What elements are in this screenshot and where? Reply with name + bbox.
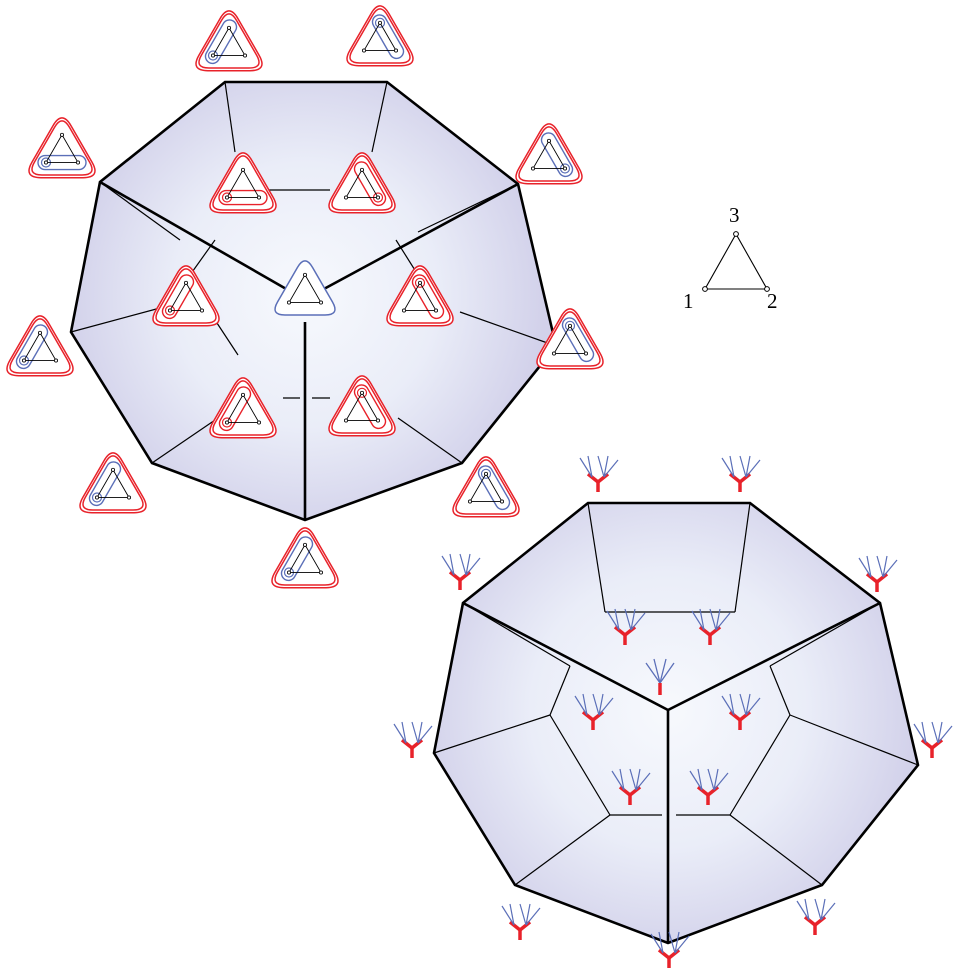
graph-node bbox=[402, 309, 405, 312]
graph-node bbox=[287, 301, 290, 304]
tree-glyph bbox=[722, 456, 760, 492]
graph-node bbox=[227, 26, 230, 29]
graph-node bbox=[241, 393, 244, 396]
graph-node bbox=[500, 500, 503, 503]
graph-node bbox=[200, 309, 203, 312]
bottom-polytope-outline bbox=[434, 503, 918, 943]
tree-glyph bbox=[394, 722, 432, 758]
graph-node bbox=[547, 139, 550, 142]
graph-node bbox=[344, 196, 347, 199]
graph-node bbox=[184, 281, 187, 284]
tube-icon bbox=[196, 11, 262, 71]
graph-node bbox=[303, 543, 306, 546]
graph-node bbox=[54, 359, 57, 362]
graph-node bbox=[319, 301, 322, 304]
graph-node bbox=[362, 49, 365, 52]
bottom-polytope bbox=[434, 503, 918, 943]
legend-label-2: 2 bbox=[767, 289, 778, 313]
tree-glyph bbox=[797, 899, 835, 935]
graph-node bbox=[552, 352, 555, 355]
graph-node bbox=[376, 196, 379, 199]
graph-node bbox=[378, 21, 381, 24]
graph-node bbox=[563, 167, 566, 170]
legend-node-1 bbox=[703, 287, 708, 292]
outer-tube bbox=[29, 118, 95, 178]
graph-node bbox=[241, 168, 244, 171]
tube-icon bbox=[453, 457, 519, 517]
legend-node-3 bbox=[734, 232, 739, 237]
legend-label-1: 1 bbox=[683, 289, 694, 313]
graph-node bbox=[319, 571, 322, 574]
tube-icon bbox=[347, 6, 413, 66]
graph-node bbox=[38, 331, 41, 334]
graph-node bbox=[287, 571, 290, 574]
tube-icon bbox=[272, 528, 338, 588]
graph-node bbox=[95, 496, 98, 499]
graph-node bbox=[257, 196, 260, 199]
graph-node bbox=[376, 419, 379, 422]
tree-glyph bbox=[914, 722, 952, 758]
graph-node bbox=[468, 500, 471, 503]
tree-glyph bbox=[502, 904, 540, 940]
graph-node bbox=[531, 167, 534, 170]
tree-glyph bbox=[859, 556, 897, 592]
graph-node bbox=[60, 133, 63, 136]
tree-glyph bbox=[580, 456, 618, 492]
graph-node bbox=[22, 359, 25, 362]
graph-node bbox=[568, 324, 571, 327]
graph-node bbox=[584, 352, 587, 355]
graph-node bbox=[257, 421, 260, 424]
legend-triangle bbox=[705, 234, 767, 289]
graph-node bbox=[111, 468, 114, 471]
tube-icon bbox=[80, 453, 146, 513]
tube-icon bbox=[7, 316, 73, 376]
graph-node bbox=[44, 161, 47, 164]
graph-node bbox=[127, 496, 130, 499]
graph-node bbox=[394, 49, 397, 52]
graph-node bbox=[76, 161, 79, 164]
tree-glyph bbox=[442, 554, 480, 590]
graph-node bbox=[225, 196, 228, 199]
vertex-legend: 1 2 3 bbox=[683, 203, 778, 313]
graph-node bbox=[303, 273, 306, 276]
graph-node bbox=[418, 281, 421, 284]
graph-node bbox=[225, 421, 228, 424]
graph-node bbox=[211, 54, 214, 57]
tube-icon bbox=[516, 124, 582, 184]
tube-icon bbox=[29, 118, 95, 178]
graph-node bbox=[360, 391, 363, 394]
graph-node bbox=[344, 419, 347, 422]
graph-node bbox=[168, 309, 171, 312]
legend-label-3: 3 bbox=[729, 203, 740, 227]
graph-node bbox=[360, 168, 363, 171]
graph-node bbox=[243, 54, 246, 57]
graph-node bbox=[484, 472, 487, 475]
graph-node bbox=[434, 309, 437, 312]
